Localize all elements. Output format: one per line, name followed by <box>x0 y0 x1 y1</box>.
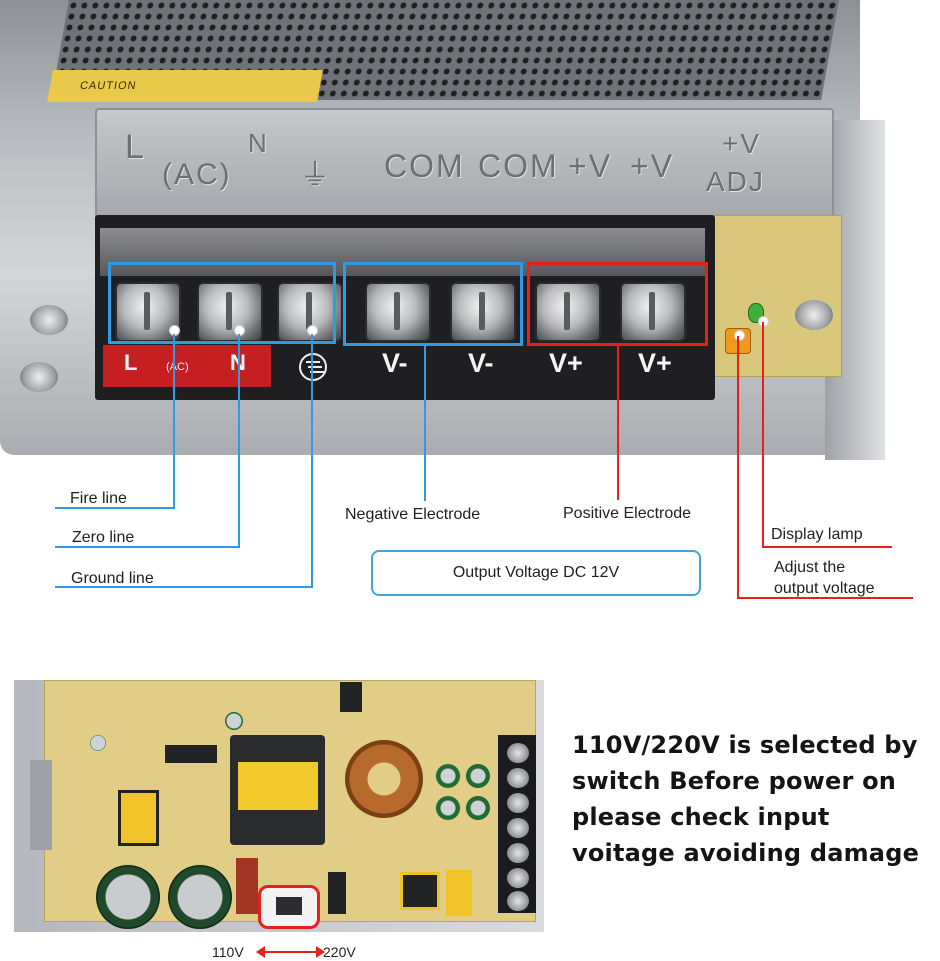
circuit-board-edge <box>690 215 842 377</box>
terminal-screw-vneg-1 <box>365 282 431 342</box>
terminal-label-vneg-1: V- <box>382 348 408 378</box>
electrolytic-capacitor <box>96 865 160 929</box>
transformer-core <box>238 762 318 810</box>
output-voltage-box: Output Voltage DC 12V <box>371 550 701 596</box>
toroid-inductor <box>345 740 423 818</box>
arrow-right-icon <box>316 946 325 958</box>
terminal-label-vpos-2: V+ <box>638 348 672 378</box>
display-lamp-leader <box>762 322 764 548</box>
terminal-label-ac: (AC) <box>166 361 189 373</box>
heatsink-bracket <box>30 760 52 850</box>
zero-line-underline <box>55 546 240 548</box>
terminal-label-vpos-1: V+ <box>549 348 583 378</box>
positive-electrode-label: Positive Electrode <box>563 505 692 522</box>
terminal-cover <box>100 228 705 276</box>
fire-line-underline <box>55 507 175 509</box>
component-block <box>340 682 362 712</box>
emboss-com-1: COM <box>384 148 465 184</box>
emboss-vpos-1: +V <box>568 148 613 184</box>
resistor <box>236 858 258 914</box>
ground-symbol-icon <box>299 353 327 381</box>
positive-electrode-leader <box>617 346 619 500</box>
adjust-voltage-underline <box>737 597 913 599</box>
emboss-vpos-3: +V <box>722 128 762 159</box>
double-arrow-icon <box>262 951 318 953</box>
small-transformer <box>118 790 159 846</box>
terminal-screw-vneg-2 <box>450 282 516 342</box>
pcb-terminal-screw <box>507 743 529 763</box>
small-capacitor <box>225 712 243 730</box>
pcb-terminal-screw <box>507 843 529 863</box>
voltage-selection-warning: 110V/220V is selected by switch Before p… <box>572 731 920 867</box>
pcb-terminal-screw <box>507 891 529 911</box>
adjust-voltage-line-1: Adjust the <box>774 559 846 576</box>
small-capacitor <box>436 764 460 788</box>
ac-input-red-plate <box>103 345 271 387</box>
board-screw-icon <box>795 300 833 330</box>
emboss-ac: (AC) <box>162 158 232 191</box>
power-transistor <box>328 872 346 914</box>
adjust-voltage-leader <box>737 336 739 598</box>
terminal-label-n: N <box>230 350 246 376</box>
arrow-left-icon <box>256 946 265 958</box>
pcb-terminal-screw <box>507 868 529 888</box>
emboss-l: L <box>125 128 146 166</box>
pcb-terminal-screw <box>507 818 529 838</box>
emboss-n: N <box>248 128 269 158</box>
case-screw-icon <box>30 305 68 335</box>
emboss-adj: ADJ <box>706 166 765 197</box>
pcb-terminal-screw <box>507 793 529 813</box>
adjust-dot <box>734 330 745 341</box>
ac-input-highlight-box <box>108 262 336 344</box>
display-lamp-label: Display lamp <box>771 526 863 543</box>
emboss-ground-icon: ⏚ <box>300 159 332 192</box>
ground-line-underline <box>55 586 313 588</box>
zero-line-label: Zero line <box>72 529 135 546</box>
terminal-label-l: L <box>124 350 138 375</box>
emboss-vpos-2: +V <box>630 148 675 184</box>
terminal-screw-vpos-2 <box>620 282 686 342</box>
adjust-voltage-line-2: output voltage <box>774 580 875 597</box>
voltage-selector-switch <box>276 897 302 915</box>
ground-line-leader <box>311 334 313 587</box>
small-capacitor <box>90 735 106 751</box>
positive-terminal-highlight-box <box>527 262 708 346</box>
switch-label-220v: 220V <box>323 944 356 960</box>
inductor-coil <box>400 872 440 910</box>
negative-terminal-highlight-box <box>343 262 523 346</box>
small-capacitor <box>466 764 490 788</box>
terminal-screw-vpos-1 <box>535 282 601 342</box>
fire-line-label: Fire line <box>70 490 127 507</box>
switch-label-110v: 110V <box>212 944 244 960</box>
fire-line-leader <box>173 334 175 508</box>
caution-text: CAUTION <box>78 80 138 92</box>
caution-sticker: CAUTION <box>47 70 323 102</box>
pcb-terminal-screw <box>507 768 529 788</box>
small-capacitor <box>466 796 490 820</box>
film-capacitor <box>446 870 472 916</box>
zero-line-leader <box>238 334 240 547</box>
ground-line-label: Ground line <box>71 570 154 587</box>
case-screw-icon <box>20 362 58 392</box>
terminal-label-vneg-2: V- <box>468 348 494 378</box>
negative-electrode-label: Negative Electrode <box>345 506 481 523</box>
small-capacitor <box>436 796 460 820</box>
emboss-com-2: COM <box>478 148 559 184</box>
adjust-voltage-label: Adjust the output voltage <box>774 557 875 599</box>
ic-chip <box>165 745 217 763</box>
output-voltage-label: Output Voltage DC 12V <box>452 564 620 581</box>
negative-electrode-leader <box>424 346 426 501</box>
electrolytic-capacitor <box>168 865 232 929</box>
display-lamp-underline <box>762 546 892 548</box>
